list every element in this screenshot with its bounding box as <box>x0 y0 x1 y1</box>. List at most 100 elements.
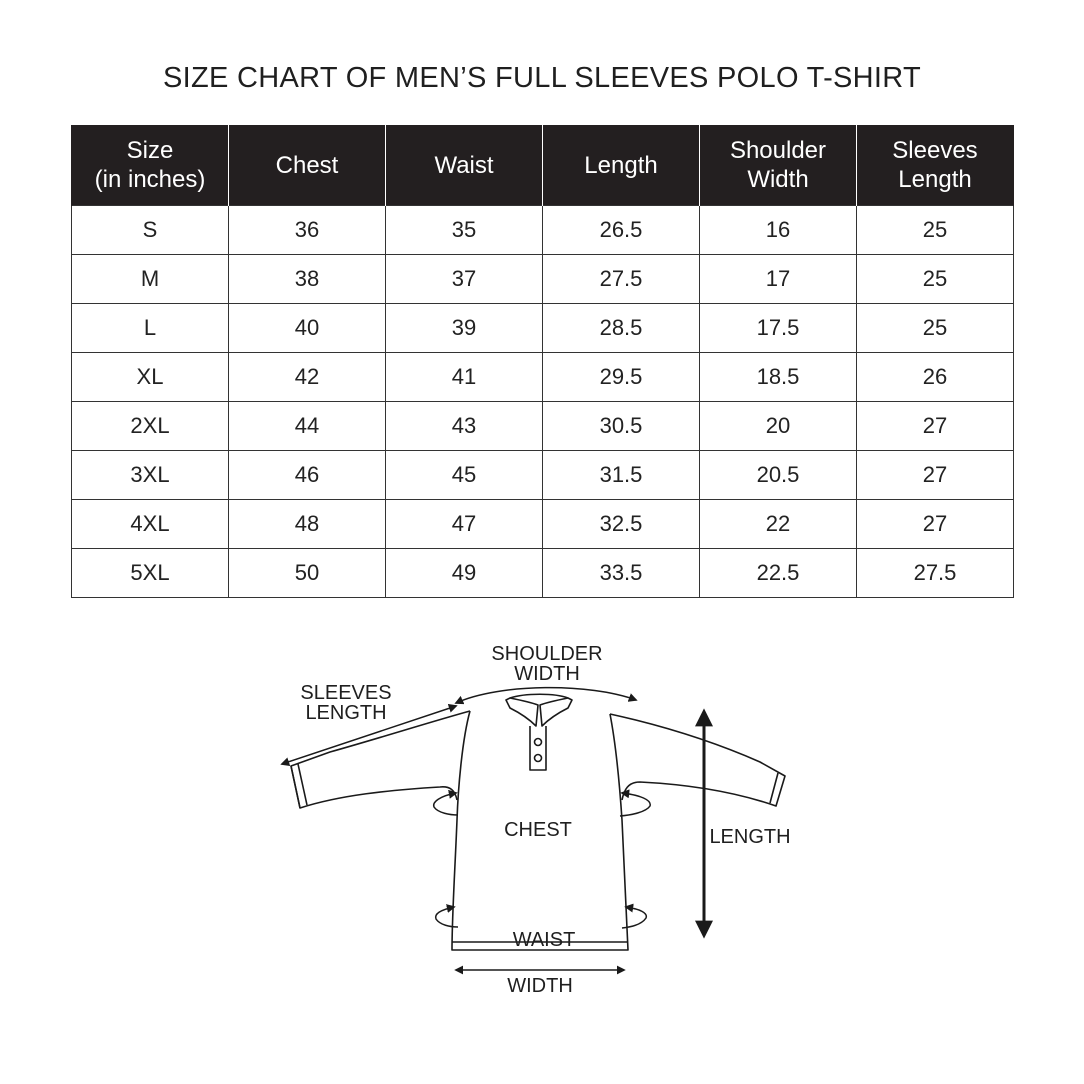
measurement-cell: 27 <box>856 499 1014 549</box>
header-length: Length <box>542 125 700 206</box>
table-header-row: Size (in inches) Chest Waist Length Shou… <box>71 125 1014 206</box>
header-shoulder-line1: Shoulder <box>729 137 827 164</box>
size-cell: S <box>71 205 229 255</box>
diagram-labels: SHOULDER WIDTH SLEEVES LENGTH CHEST LENG… <box>300 643 790 997</box>
header-length-label: Length <box>584 151 658 179</box>
shoulder-width-label-line2: WIDTH <box>514 663 580 685</box>
right-sleeve <box>609 713 786 807</box>
header-size: Size (in inches) <box>71 125 229 206</box>
size-cell: 3XL <box>71 450 229 500</box>
measurement-cell: 20 <box>699 401 857 451</box>
size-chart-table: Size (in inches) Chest Waist Length Shou… <box>71 125 1014 598</box>
measurement-cell: 39 <box>385 303 543 353</box>
measurement-cell: 18.5 <box>699 352 857 402</box>
collar-right <box>539 697 573 727</box>
chest-label: CHEST <box>504 819 572 841</box>
header-sleeves-length: Sleeves Length <box>856 125 1014 206</box>
size-cell: L <box>71 303 229 353</box>
button-top <box>533 737 543 747</box>
header-chest: Chest <box>228 125 386 206</box>
measurement-cell: 32.5 <box>542 499 700 549</box>
measure-lines <box>280 686 713 975</box>
measurement-cell: 44 <box>228 401 386 451</box>
measurement-cell: 17.5 <box>699 303 857 353</box>
waist-label: WAIST <box>513 929 576 951</box>
measurement-cell: 16 <box>699 205 857 255</box>
measurement-cell: 45 <box>385 450 543 500</box>
measurement-cell: 17 <box>699 254 857 304</box>
measurement-cell: 47 <box>385 499 543 549</box>
header-chest-label: Chest <box>275 151 339 179</box>
measurement-cell: 42 <box>228 352 386 402</box>
measurement-cell: 26 <box>856 352 1014 402</box>
button-bottom <box>533 753 543 763</box>
header-waist: Waist <box>385 125 543 206</box>
width-label: WIDTH <box>507 975 573 997</box>
polo-shirt-diagram: SHOULDER WIDTH SLEEVES LENGTH CHEST LENG… <box>280 643 791 997</box>
left-cuff-seam <box>297 763 308 806</box>
left-cuff <box>290 765 301 809</box>
sleeves-length-label-line1: SLEEVES <box>300 682 391 704</box>
measurement-cell: 50 <box>228 548 386 598</box>
measurement-cell: 40 <box>228 303 386 353</box>
header-sleeves-line1: Sleeves <box>892 137 978 164</box>
measurement-cell: 27 <box>856 401 1014 451</box>
measurement-cell: 46 <box>228 450 386 500</box>
measurement-cell: 41 <box>385 352 543 402</box>
measurement-cell: 25 <box>856 254 1014 304</box>
shoulder-width-arrow <box>454 686 638 705</box>
size-cell: 2XL <box>71 401 229 451</box>
size-cell: 5XL <box>71 548 229 598</box>
header-waist-label: Waist <box>434 151 494 179</box>
measurement-cell: 27.5 <box>856 548 1014 598</box>
header-shoulder-width: Shoulder Width <box>699 125 857 206</box>
right-cuff-seam <box>769 772 779 804</box>
measurement-cell: 25 <box>856 303 1014 353</box>
measurement-cell: 33.5 <box>542 548 700 598</box>
chest-loop-left <box>432 789 459 816</box>
measurement-cell: 49 <box>385 548 543 598</box>
sleeves-length-label-line2: LENGTH <box>305 702 386 724</box>
measurement-cell: 30.5 <box>542 401 700 451</box>
header-size-line2: (in inches) <box>94 166 206 193</box>
chest-loop-right <box>619 789 651 817</box>
size-cell: 4XL <box>71 499 229 549</box>
measurement-cell: 20.5 <box>699 450 857 500</box>
measurement-cell: 35 <box>385 205 543 255</box>
measurement-cell: 48 <box>228 499 386 549</box>
header-shoulder-line2: Width <box>747 166 809 193</box>
page-title: SIZE CHART OF MEN’S FULL SLEEVES POLO T-… <box>162 62 922 94</box>
measurement-cell: 25 <box>856 205 1014 255</box>
size-cell: M <box>71 254 229 304</box>
shoulder-width-label-line1: SHOULDER <box>491 643 602 665</box>
measurement-cell: 27.5 <box>542 254 700 304</box>
measurement-cell: 37 <box>385 254 543 304</box>
measurement-cell: 26.5 <box>542 205 700 255</box>
measurement-cell: 43 <box>385 401 543 451</box>
left-sleeve <box>290 710 471 809</box>
measurement-cell: 36 <box>228 205 386 255</box>
measurement-cell: 22.5 <box>699 548 857 598</box>
size-cell: XL <box>71 352 229 402</box>
neck-back <box>509 693 569 699</box>
measurement-cell: 28.5 <box>542 303 700 353</box>
measurement-cell: 31.5 <box>542 450 700 500</box>
length-label: LENGTH <box>709 826 790 848</box>
measurement-cell: 22 <box>699 499 857 549</box>
waist-loop-left <box>434 904 459 928</box>
measurement-cell: 27 <box>856 450 1014 500</box>
header-sleeves-line2: Length <box>898 166 972 193</box>
header-size-line1: Size <box>126 137 174 164</box>
placket <box>529 726 547 771</box>
collar-left <box>505 697 539 727</box>
shirt-body <box>451 710 629 951</box>
